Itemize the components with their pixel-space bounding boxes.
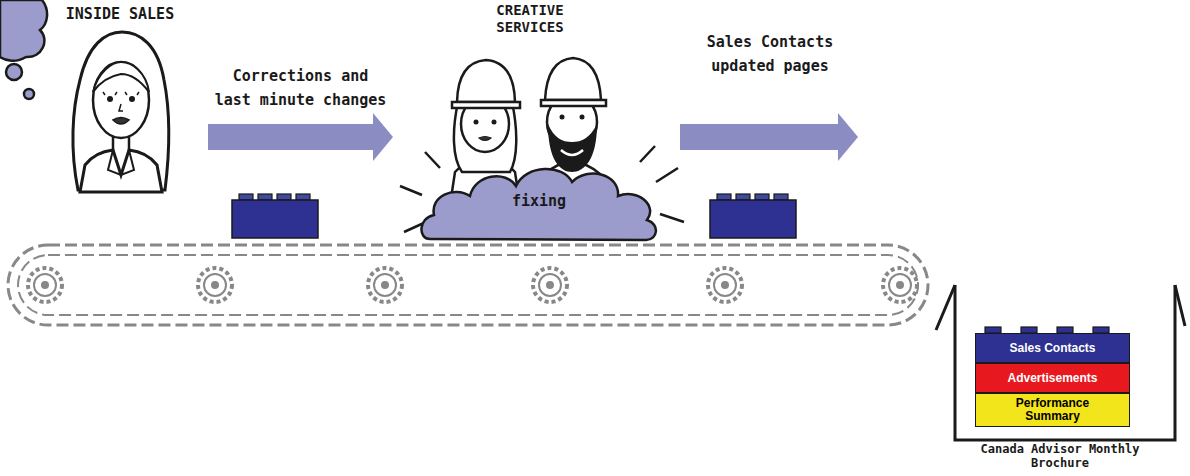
flow-arrow xyxy=(208,113,393,161)
cloud-label: fixing xyxy=(512,192,566,210)
brick-stud xyxy=(239,194,253,200)
eye xyxy=(580,115,585,120)
brick-label: Advertisements xyxy=(1007,372,1097,385)
lego-brick xyxy=(710,194,796,238)
gear-hub xyxy=(721,281,729,289)
brick-label: Sales Contacts xyxy=(1009,342,1095,355)
lashes xyxy=(103,92,139,95)
jacket xyxy=(80,150,162,192)
box-flaps xyxy=(936,285,1185,330)
gear-teeth xyxy=(533,268,567,302)
lips xyxy=(113,118,129,125)
conveyor-belt xyxy=(8,245,928,325)
nose xyxy=(119,104,123,111)
brick-label: Performance Summary xyxy=(998,397,1108,423)
gear xyxy=(708,268,742,302)
team-figure: INSIDE SALES xyxy=(40,5,200,195)
gear xyxy=(198,268,232,302)
gear-teeth xyxy=(883,268,917,302)
gear-ring xyxy=(714,274,736,296)
fixing-cloud: fixing xyxy=(418,160,660,242)
brick-stud xyxy=(755,194,769,200)
face xyxy=(93,62,149,138)
lego-brick: Sales Contacts xyxy=(975,333,1130,363)
gear xyxy=(883,268,917,302)
lips xyxy=(479,137,491,141)
gear-ring xyxy=(204,274,226,296)
team-figure: fixing CREATIVE SERVICES xyxy=(395,2,665,240)
team-name: INSIDE SALES xyxy=(40,5,200,23)
gear-teeth xyxy=(198,268,232,302)
brick-body xyxy=(710,200,796,238)
brick-stud xyxy=(717,194,731,200)
smile xyxy=(561,150,583,155)
lego-brick: Advertisements xyxy=(975,363,1130,393)
box-walls xyxy=(955,285,1175,440)
edge-label: Corrections and last minute changes xyxy=(213,64,389,112)
lego-brick: Performance Summary xyxy=(975,393,1130,427)
brick-stud xyxy=(277,194,291,200)
fringe xyxy=(93,62,149,92)
gear xyxy=(28,268,62,302)
brochure-box: Sales ContactsAdvertisementsPerformance … xyxy=(930,222,1188,474)
team-name: CREATIVE SERVICES xyxy=(480,2,580,36)
cap-brim xyxy=(452,102,520,108)
brick-stud xyxy=(296,194,310,200)
thought-cloud xyxy=(0,0,47,61)
gear-teeth xyxy=(368,268,402,302)
brick-body xyxy=(232,200,318,238)
label-holder: Corrections and last minute changes xyxy=(213,64,389,112)
gear-ring xyxy=(374,274,396,296)
lapel xyxy=(108,150,134,175)
flow-label: Sales Contacts updated pages xyxy=(695,30,845,78)
eye xyxy=(560,115,565,120)
gear-hub xyxy=(546,281,554,289)
brick-stud xyxy=(774,194,788,200)
brick-stud xyxy=(258,194,272,200)
gear-teeth xyxy=(28,268,62,302)
eye xyxy=(107,96,113,102)
gear-ring xyxy=(539,274,561,296)
gear-teeth xyxy=(708,268,742,302)
eye xyxy=(474,120,479,125)
cap-brim xyxy=(541,100,606,106)
conveyor-belt xyxy=(18,255,918,315)
flow-arrow xyxy=(680,113,858,161)
cap xyxy=(457,60,515,102)
gear-ring xyxy=(34,274,56,296)
cap xyxy=(545,58,601,100)
gear-ring xyxy=(889,274,911,296)
brick-stud xyxy=(736,194,750,200)
thought-dot xyxy=(24,89,34,99)
thought-dot xyxy=(6,64,22,80)
gear xyxy=(368,268,402,302)
lego-brick xyxy=(232,194,318,238)
gear-hub xyxy=(896,281,904,289)
label-holder: Sales Contacts updated pages xyxy=(695,30,845,78)
box-caption: Canada Advisor Monthly Brochure xyxy=(960,442,1160,470)
gear-hub xyxy=(211,281,219,289)
gear-hub xyxy=(381,281,389,289)
gear-hub xyxy=(41,281,49,289)
eye xyxy=(492,120,497,125)
beard xyxy=(548,124,597,172)
cloud-shape xyxy=(421,169,655,240)
gear xyxy=(533,268,567,302)
eye xyxy=(129,96,135,102)
